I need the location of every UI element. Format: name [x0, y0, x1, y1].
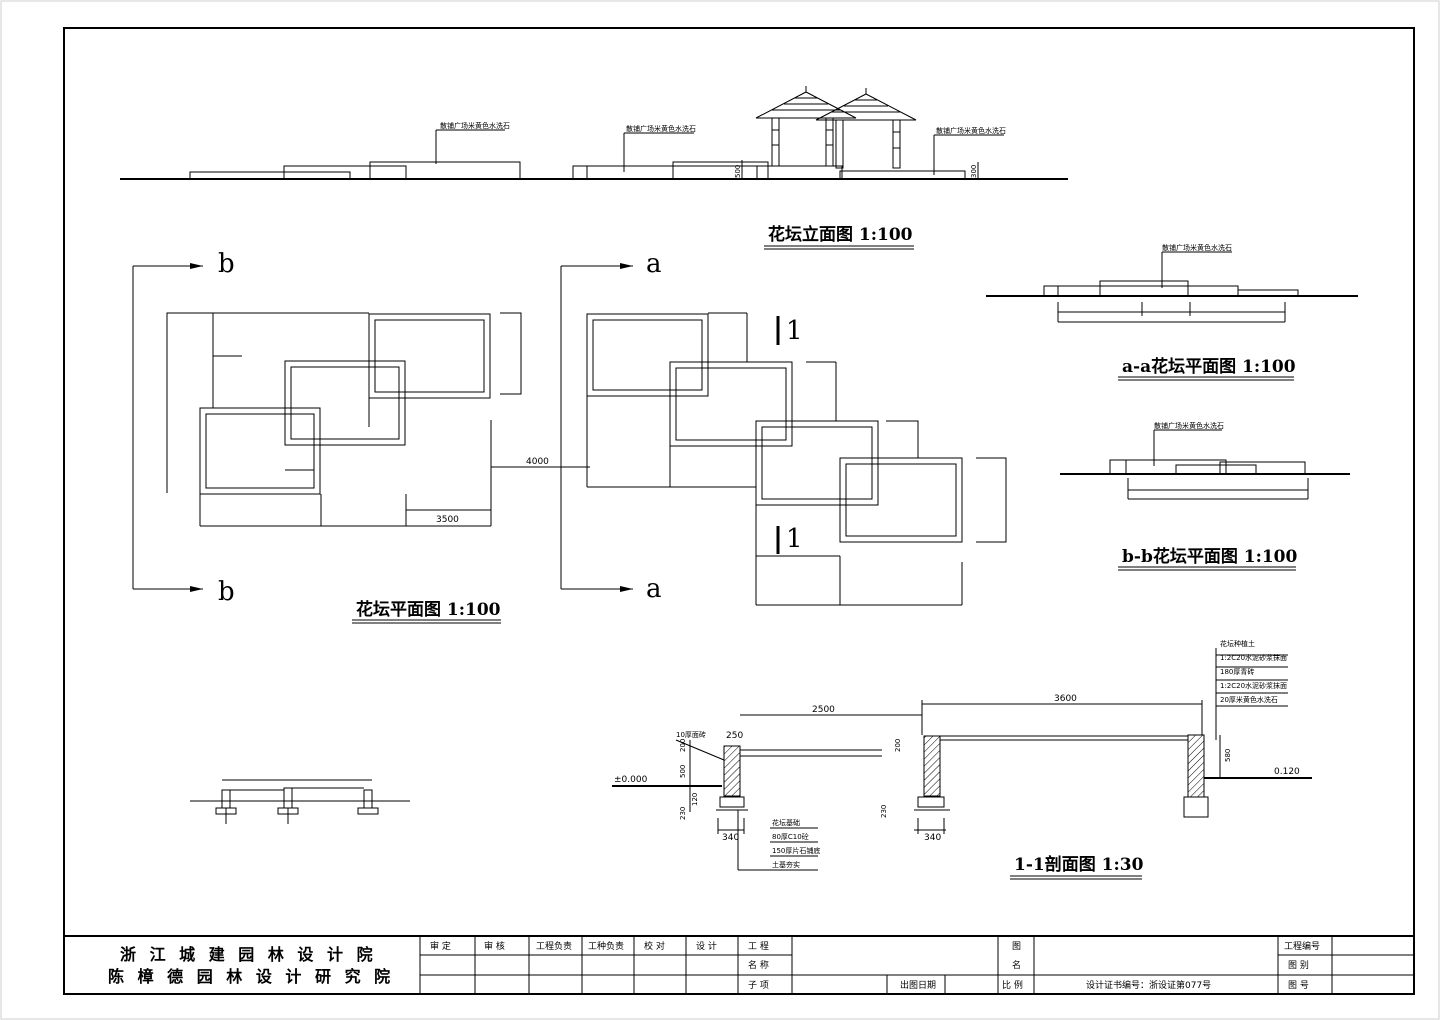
cut-a-top: a: [646, 249, 662, 279]
role-design: 设 计: [696, 940, 717, 952]
elevation-dim-300: 300: [970, 165, 978, 178]
role-check: 校 对: [644, 940, 665, 952]
s11-dim-200: 200: [894, 739, 902, 752]
s11-layer-1: 花坛种植土: [1220, 639, 1255, 648]
label-subitem: 子 项: [748, 980, 769, 991]
label-drawing-no: 图 号: [1288, 980, 1309, 991]
role-project-lead: 工程负责: [536, 940, 572, 952]
cut-a-bottom: a: [646, 574, 662, 604]
label-project-no: 工程编号: [1284, 940, 1320, 952]
elevation-view: 散铺广场米黄色水洗石 散铺广场米黄色水洗石 散铺广场米黄色水洗石 500 300…: [120, 86, 1068, 250]
plan-title: 花坛平面图 1:100: [356, 599, 501, 620]
s11-layer-3: 180厚青砖: [1220, 667, 1254, 676]
small-section-detail: [190, 779, 410, 824]
plan-dim-4000: 4000: [526, 457, 549, 467]
s11-base-4: 土基夯实: [772, 860, 800, 869]
role-discipline-lead: 工种负责: [588, 940, 624, 952]
elevation-note-3: 散铺广场米黄色水洗石: [936, 126, 1006, 135]
label-name: 名 称: [748, 959, 769, 971]
pavilion-left: [755, 86, 857, 167]
org-name-line2: 陈 樟 德 园 林 设 计 研 究 院: [108, 967, 394, 986]
plan-dim-3500: 3500: [436, 515, 459, 525]
s11-dim-580: 580: [1224, 749, 1232, 762]
s11-dim-230b: 230: [880, 805, 888, 818]
section-bb-note: 散铺广场米黄色水洗石: [1154, 421, 1224, 430]
cut-1-top: 1: [786, 316, 803, 346]
elevation-title: 花坛立面图 1:100: [768, 224, 913, 245]
s11-layer-5: 20厚米黄色水洗石: [1220, 695, 1278, 704]
s11-dim-250: 250: [726, 731, 743, 741]
elevation-note-2: 散铺广场米黄色水洗石: [626, 124, 696, 133]
label-issue-date: 出图日期: [900, 979, 936, 991]
plan-view-left: b b 3500 4000 花坛平面图 1:100: [132, 249, 590, 624]
s11-base-1: 花坛基础: [772, 818, 800, 827]
s11-dim-340b: 340: [924, 833, 941, 843]
pavilion-right: [815, 88, 917, 169]
section-bb-title: b-b花坛平面图 1:100: [1122, 546, 1298, 567]
section-aa-title: a-a花坛平面图 1:100: [1122, 356, 1296, 377]
role-approve: 审 定: [430, 940, 451, 952]
label-cert: 设计证书编号：浙设证第077号: [1086, 979, 1211, 991]
label-scale: 比 例: [1002, 979, 1023, 991]
s11-base-3: 150厚片石铺底: [772, 846, 820, 855]
role-review: 审 核: [484, 940, 505, 952]
s11-dim-3600: 3600: [1054, 694, 1077, 704]
label-drawing-name: 名: [1012, 959, 1021, 971]
s11-dim-340a: 340: [722, 833, 739, 843]
org-name-line1: 浙 江 城 建 园 林 设 计 院: [120, 945, 377, 964]
s11-left-note: 10厚面砖: [676, 730, 706, 739]
title-block: 浙 江 城 建 园 林 设 计 院 陈 樟 德 园 林 设 计 研 究 院 审 …: [64, 935, 1414, 994]
s11-dim-250v: 200: [679, 739, 687, 752]
s11-dim-120: 120: [691, 793, 699, 806]
plan-view-right: a a 1 1: [560, 249, 1007, 606]
cut-b-bottom: b: [218, 577, 235, 607]
s11-base-2: 80厚C10砼: [772, 832, 809, 841]
section-aa-note: 散铺广场米黄色水洗石: [1162, 243, 1232, 252]
elevation-note-1: 散铺广场米黄色水洗石: [440, 121, 510, 130]
s11-layer-4: 1:2C20水泥砂浆抹面: [1220, 681, 1287, 690]
s11-layer-2: 1:2C20水泥砂浆抹面: [1220, 653, 1287, 662]
section-11-title: 1-1剖面图 1:30: [1014, 854, 1144, 875]
section-aa-view: 散铺广场米黄色水洗石 a-a花坛平面图 1:100: [986, 243, 1358, 381]
s11-dim-2500: 2500: [812, 705, 835, 715]
cut-1-bottom: 1: [786, 524, 803, 554]
s11-dim-230: 230: [679, 807, 687, 820]
label-project: 工 程: [748, 941, 769, 952]
section-bb-view: 散铺广场米黄色水洗石 b-b花坛平面图 1:100: [1060, 421, 1350, 571]
s11-dim-500: 500: [679, 765, 687, 778]
level-0120: 0.120: [1274, 767, 1300, 777]
label-drawing: 图: [1012, 941, 1021, 952]
label-drawing-category: 图 别: [1288, 960, 1309, 971]
drawing-frame: [63, 27, 1415, 995]
section-11-view: ±0.000 0.120 2500 3600 200 500: [612, 639, 1312, 880]
level-zero: ±0.000: [614, 775, 648, 785]
elevation-dim-500: 500: [734, 165, 742, 178]
cut-b-top: b: [218, 249, 235, 279]
